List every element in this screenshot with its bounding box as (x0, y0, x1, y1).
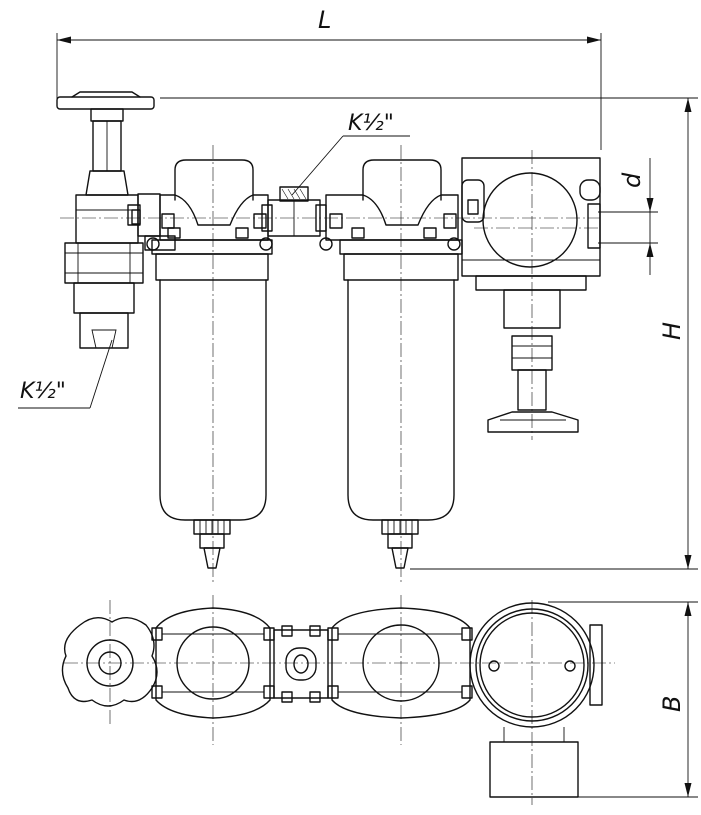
regulator-front (461, 157, 601, 433)
middle-coupling-front (259, 186, 333, 251)
dimension-length (56, 33, 602, 150)
regulator-plan (469, 602, 603, 798)
thread-leader-left (18, 339, 113, 409)
thread-leader-top (291, 135, 410, 196)
dimension-port-diameter-label: d (618, 172, 646, 188)
middle-coupling-plan (273, 625, 329, 703)
dimension-width-label: B (658, 696, 686, 712)
filter-1-front (151, 159, 273, 569)
dimension-port-diameter (598, 158, 658, 275)
dimension-height-label: H (658, 322, 686, 340)
dimension-height (160, 97, 698, 570)
thread-label-top: K½" (348, 111, 394, 136)
dimension-length-label: L (318, 6, 331, 34)
filter-2-front (325, 159, 463, 569)
thread-label-left: K½" (20, 379, 66, 404)
dimension-width (548, 601, 698, 798)
